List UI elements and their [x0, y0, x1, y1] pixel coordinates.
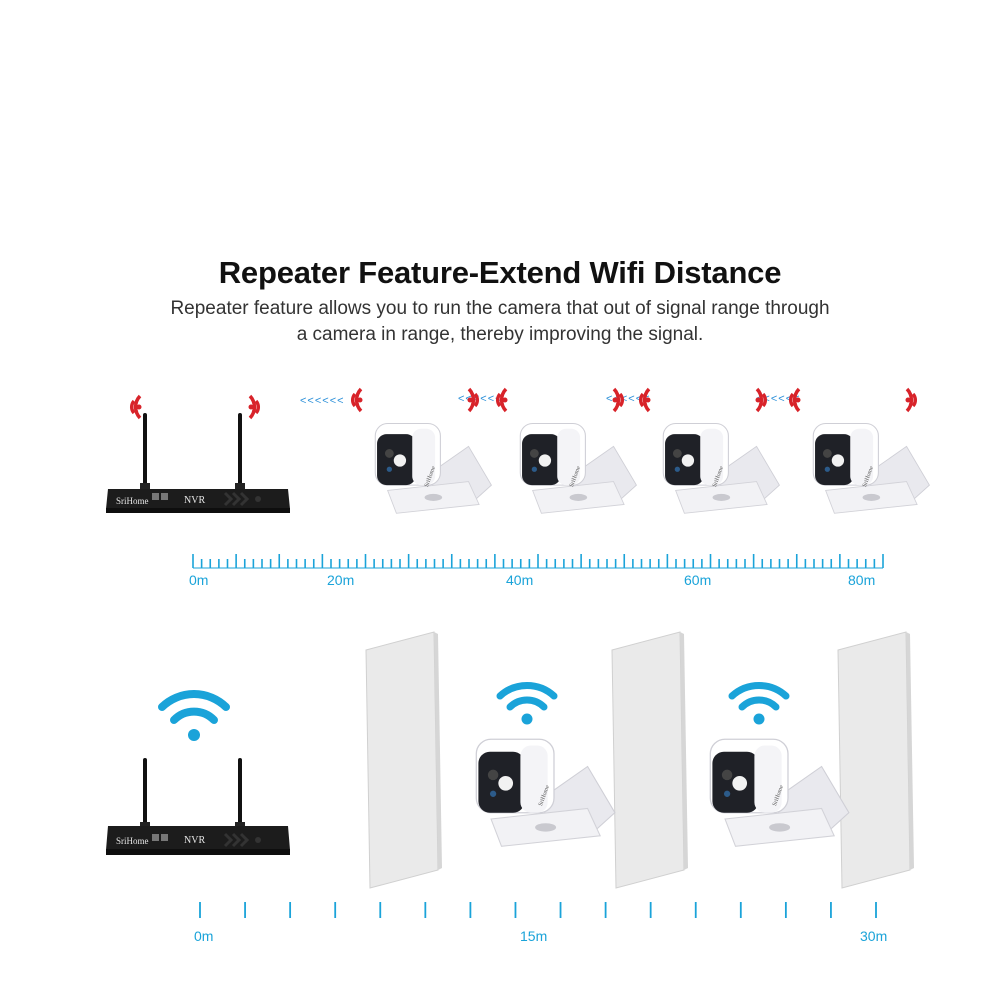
camera-top-2: SriHome	[515, 420, 638, 517]
ruler-label-0m: 0m	[194, 928, 214, 944]
ruler-label-0m: 0m	[189, 572, 209, 588]
distance-ruler-top	[185, 548, 885, 598]
camera-icon	[662, 422, 780, 514]
distance-ruler-bottom	[185, 900, 885, 930]
wall-panel-1	[362, 630, 442, 890]
page-title: Repeater Feature-Extend Wifi Distance	[218, 255, 782, 290]
camera-icon	[812, 422, 930, 514]
camera-icon	[374, 422, 492, 514]
signal-right-icon	[246, 392, 276, 422]
nvr-device-bottom: SriHome NVR	[100, 750, 300, 865]
signal-right-icon	[903, 385, 933, 415]
ruler-label-40m: 40m	[506, 572, 534, 588]
subtitle-line-1: Repeater feature allows you to run the c…	[170, 298, 830, 319]
subtitle-line-2: a camera in range, thereby improving the…	[296, 324, 704, 345]
nvr-brand-label: SriHome	[116, 496, 149, 506]
signal-left-icon	[114, 392, 144, 422]
ruler-label-30m: 30m	[860, 928, 888, 944]
relay-arrows-4: <<<<<<	[756, 393, 801, 405]
ruler-label-60m: 60m	[684, 572, 712, 588]
nvr-icon	[106, 758, 290, 855]
camera-top-3: SriHome	[658, 420, 781, 517]
camera-icon	[709, 738, 850, 847]
signal-right-icon	[465, 385, 495, 415]
nvr-model-label: NVR	[184, 835, 206, 846]
ruler-label-20m: 20m	[327, 572, 355, 588]
ruler-ticks	[199, 902, 877, 918]
camera-icon	[519, 422, 637, 514]
signal-left-icon	[480, 385, 510, 415]
camera-top-1: SriHome	[370, 420, 493, 517]
signal-right-icon	[753, 385, 783, 415]
nvr-icon	[106, 413, 290, 513]
signal-left-icon	[773, 385, 803, 415]
page-subtitle: Repeater feature allows you to run the c…	[0, 296, 1000, 348]
ruler-label-80m: 80m	[848, 572, 876, 588]
ruler-ticks	[192, 554, 884, 569]
wifi-icon	[728, 678, 790, 726]
camera-bottom-1: SriHome	[470, 735, 617, 851]
camera-icon	[475, 738, 616, 847]
wifi-icon	[158, 687, 230, 743]
signal-right-icon	[610, 385, 640, 415]
nvr-model-label: NVR	[184, 495, 206, 506]
wall-panel-2	[608, 630, 688, 890]
nvr-brand-label: SriHome	[116, 836, 149, 846]
camera-top-4: SriHome	[808, 420, 931, 517]
relay-arrows-1: <<<<<<	[300, 395, 345, 407]
nvr-device-top: SriHome NVR	[100, 405, 300, 520]
camera-bottom-2: SriHome	[704, 735, 851, 851]
signal-left-icon	[335, 385, 365, 415]
signal-left-icon	[623, 385, 653, 415]
wifi-icon	[496, 678, 558, 726]
ruler-label-15m: 15m	[520, 928, 548, 944]
